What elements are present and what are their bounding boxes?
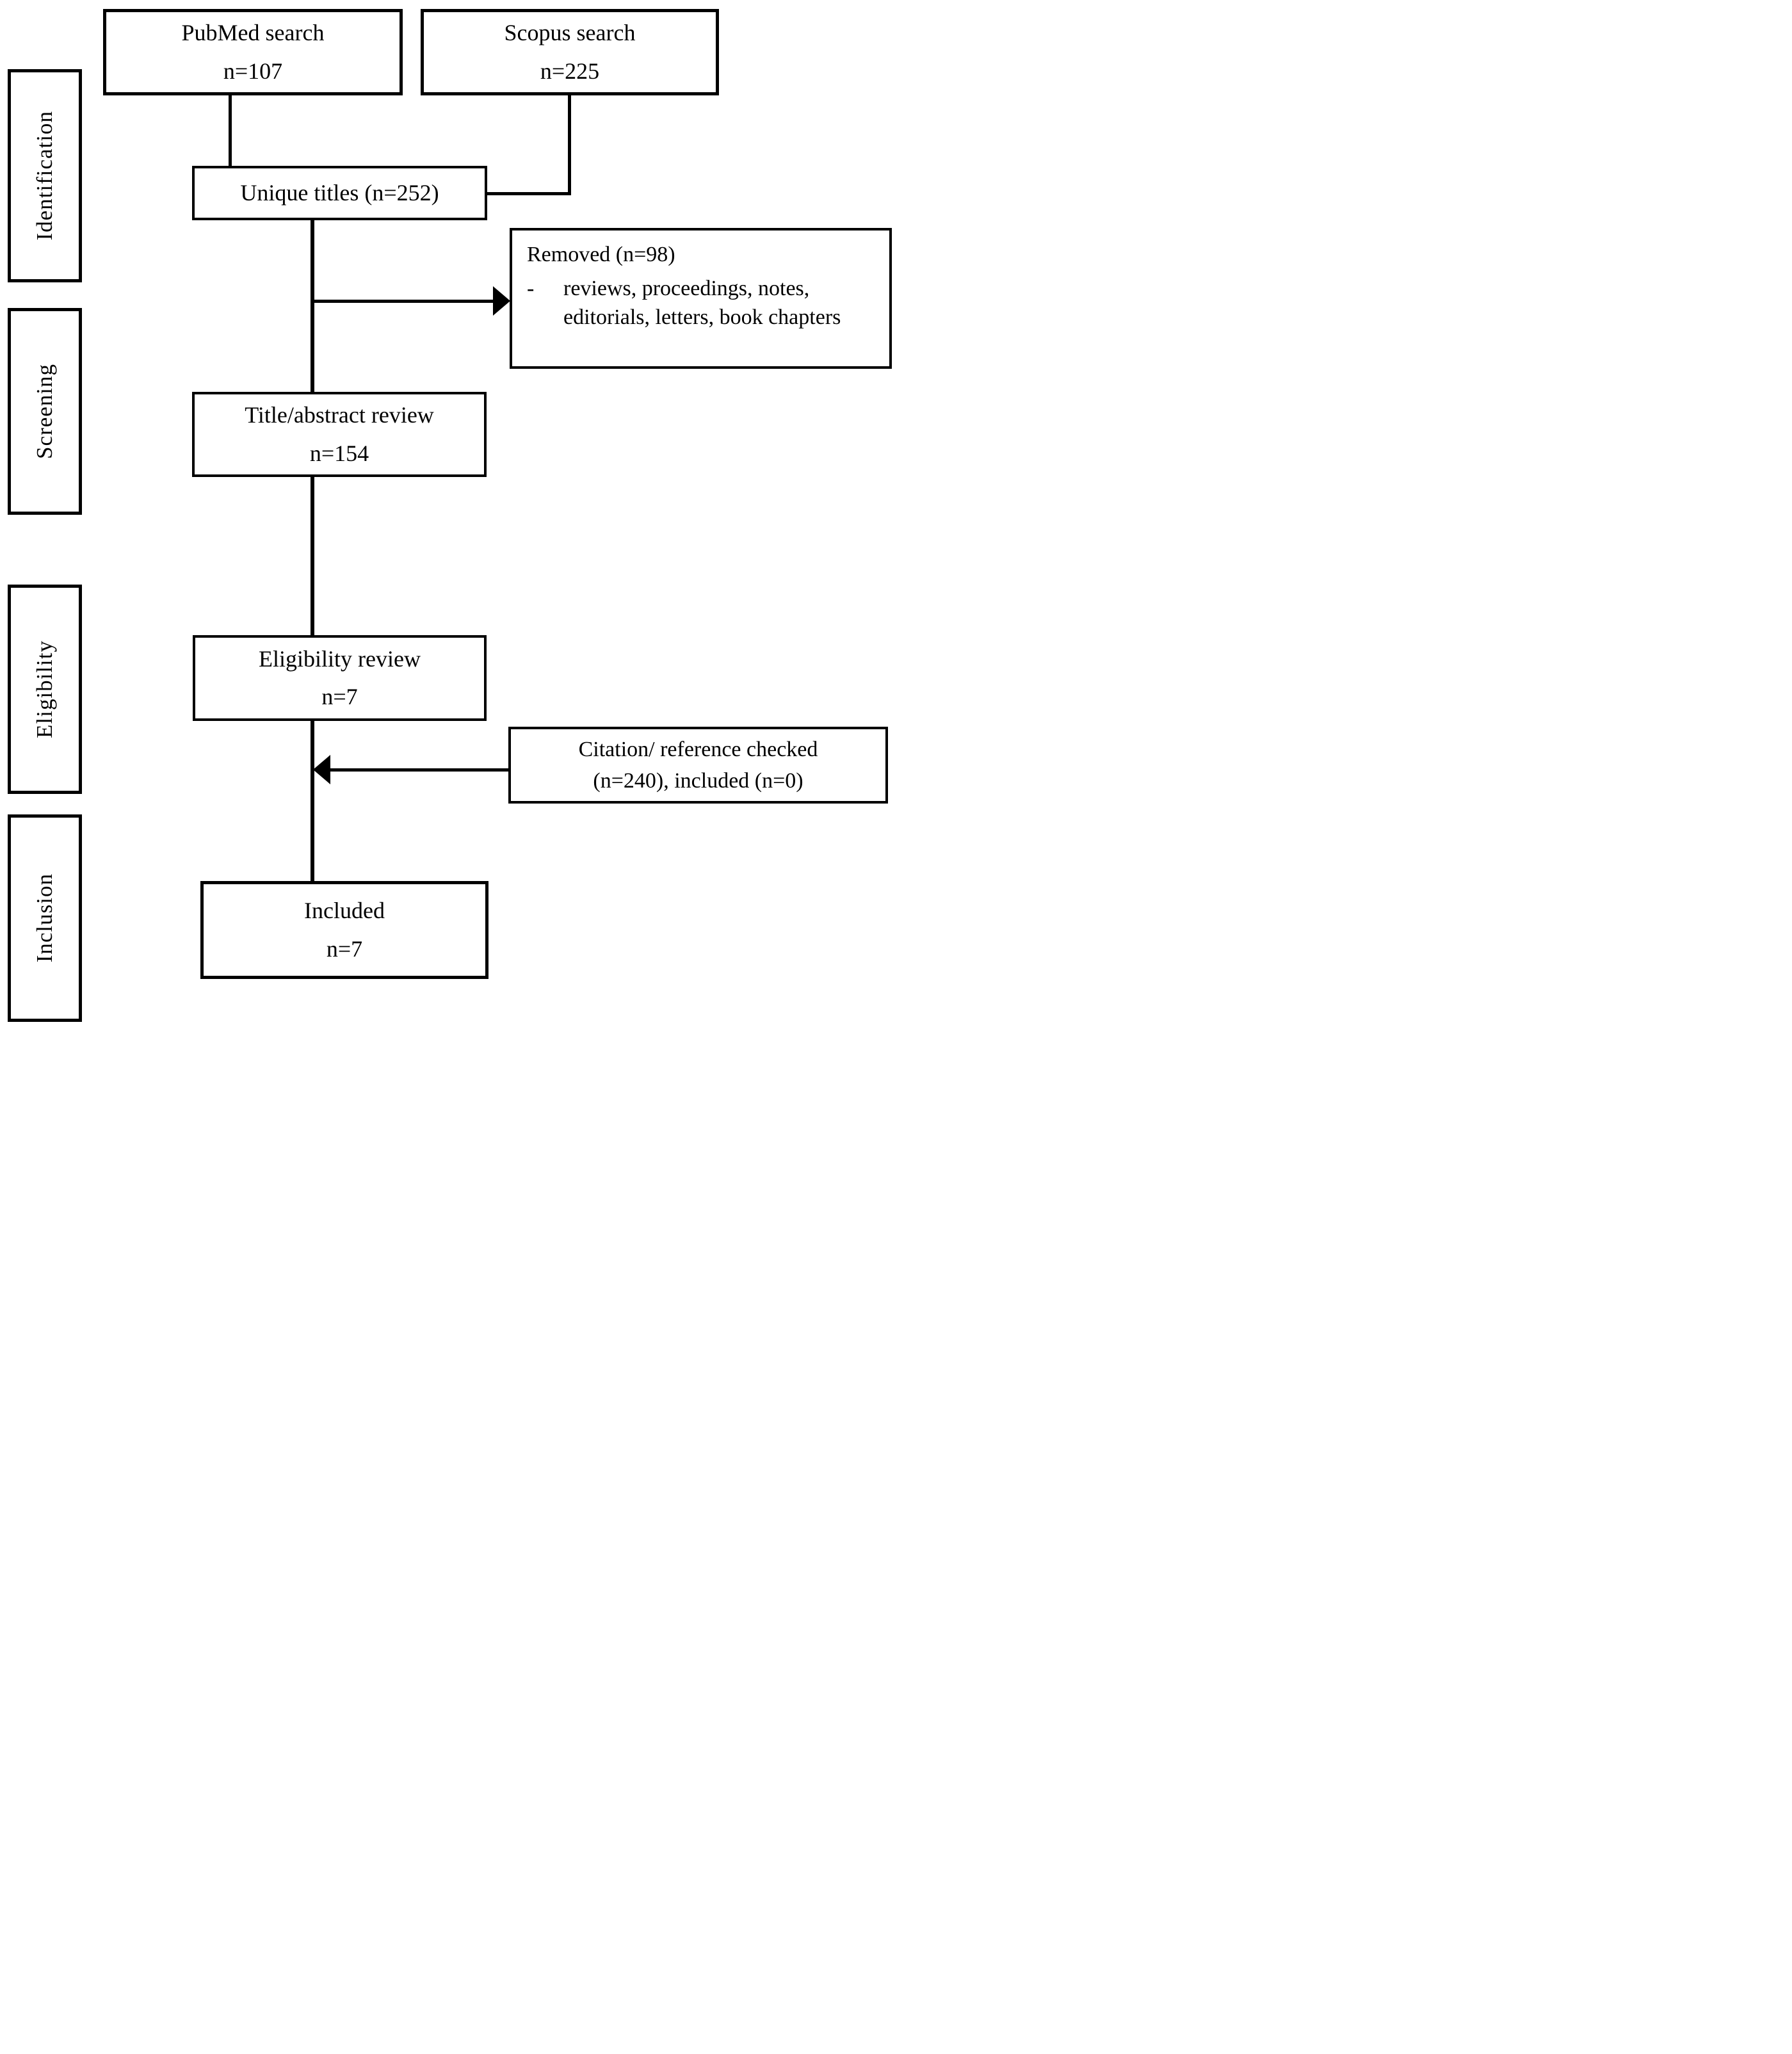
title-abstract-review-count: n=154 bbox=[309, 440, 369, 466]
citation-reference-box: Citation/ reference checked (n=240), inc… bbox=[508, 727, 888, 804]
included-count: n=7 bbox=[326, 935, 363, 962]
eligibility-review-label: Eligibility review bbox=[259, 645, 421, 672]
eligibility-review-count: n=7 bbox=[321, 684, 358, 709]
stage-label-screening: Screening bbox=[32, 364, 57, 459]
removed-bullet-dash: - bbox=[527, 276, 535, 300]
removed-bullet-items: reviews, proceedings, notes, editorials,… bbox=[563, 276, 841, 329]
citation-arrow-line bbox=[329, 768, 508, 772]
removed-title: Removed (n=98) bbox=[527, 243, 675, 266]
removed-bullet-row: - reviews, proceedings, notes, editorial… bbox=[527, 275, 861, 332]
included-label: Included bbox=[304, 898, 385, 924]
prisma-flow-diagram: Identification Screening Eligibility Inc… bbox=[0, 0, 896, 1027]
unique-titles-box: Unique titles (n=252) bbox=[192, 166, 487, 220]
scopus-search-count: n=225 bbox=[540, 58, 600, 84]
stage-label-inclusion: Inclusion bbox=[32, 873, 57, 963]
pubmed-search-count: n=107 bbox=[223, 58, 283, 84]
citation-reference-line2: (n=240), included (n=0) bbox=[593, 769, 803, 793]
stage-box-identification: Identification bbox=[8, 69, 82, 282]
arrowhead-left-icon bbox=[313, 755, 330, 784]
pubmed-search-box: PubMed search n=107 bbox=[103, 9, 403, 95]
scopus-connector-vertical-line bbox=[568, 95, 571, 195]
stage-label-identification: Identification bbox=[32, 111, 57, 241]
eligibility-review-box: Eligibility review n=7 bbox=[193, 635, 487, 721]
pubmed-search-label: PubMed search bbox=[181, 20, 325, 46]
removed-box: Removed (n=98) - reviews, proceedings, n… bbox=[510, 228, 892, 369]
scopus-search-box: Scopus search n=225 bbox=[421, 9, 719, 95]
stage-label-eligibility: Eligibility bbox=[32, 640, 57, 738]
arrowhead-right-icon bbox=[493, 286, 510, 316]
scopus-connector-horizontal-line bbox=[487, 192, 571, 195]
title-abstract-review-box: Title/abstract review n=154 bbox=[192, 392, 487, 477]
stage-box-inclusion: Inclusion bbox=[8, 814, 82, 1022]
removed-arrow-line bbox=[314, 300, 494, 303]
citation-reference-line1: Citation/ reference checked bbox=[578, 737, 818, 761]
included-box: Included n=7 bbox=[200, 881, 488, 979]
pubmed-connector-line bbox=[229, 95, 232, 169]
stage-box-screening: Screening bbox=[8, 308, 82, 515]
unique-titles-label: Unique titles (n=252) bbox=[240, 179, 439, 206]
scopus-search-label: Scopus search bbox=[504, 20, 636, 46]
main-trunk-line bbox=[311, 219, 314, 881]
title-abstract-review-label: Title/abstract review bbox=[245, 402, 434, 428]
stage-box-eligibility: Eligibility bbox=[8, 585, 82, 794]
